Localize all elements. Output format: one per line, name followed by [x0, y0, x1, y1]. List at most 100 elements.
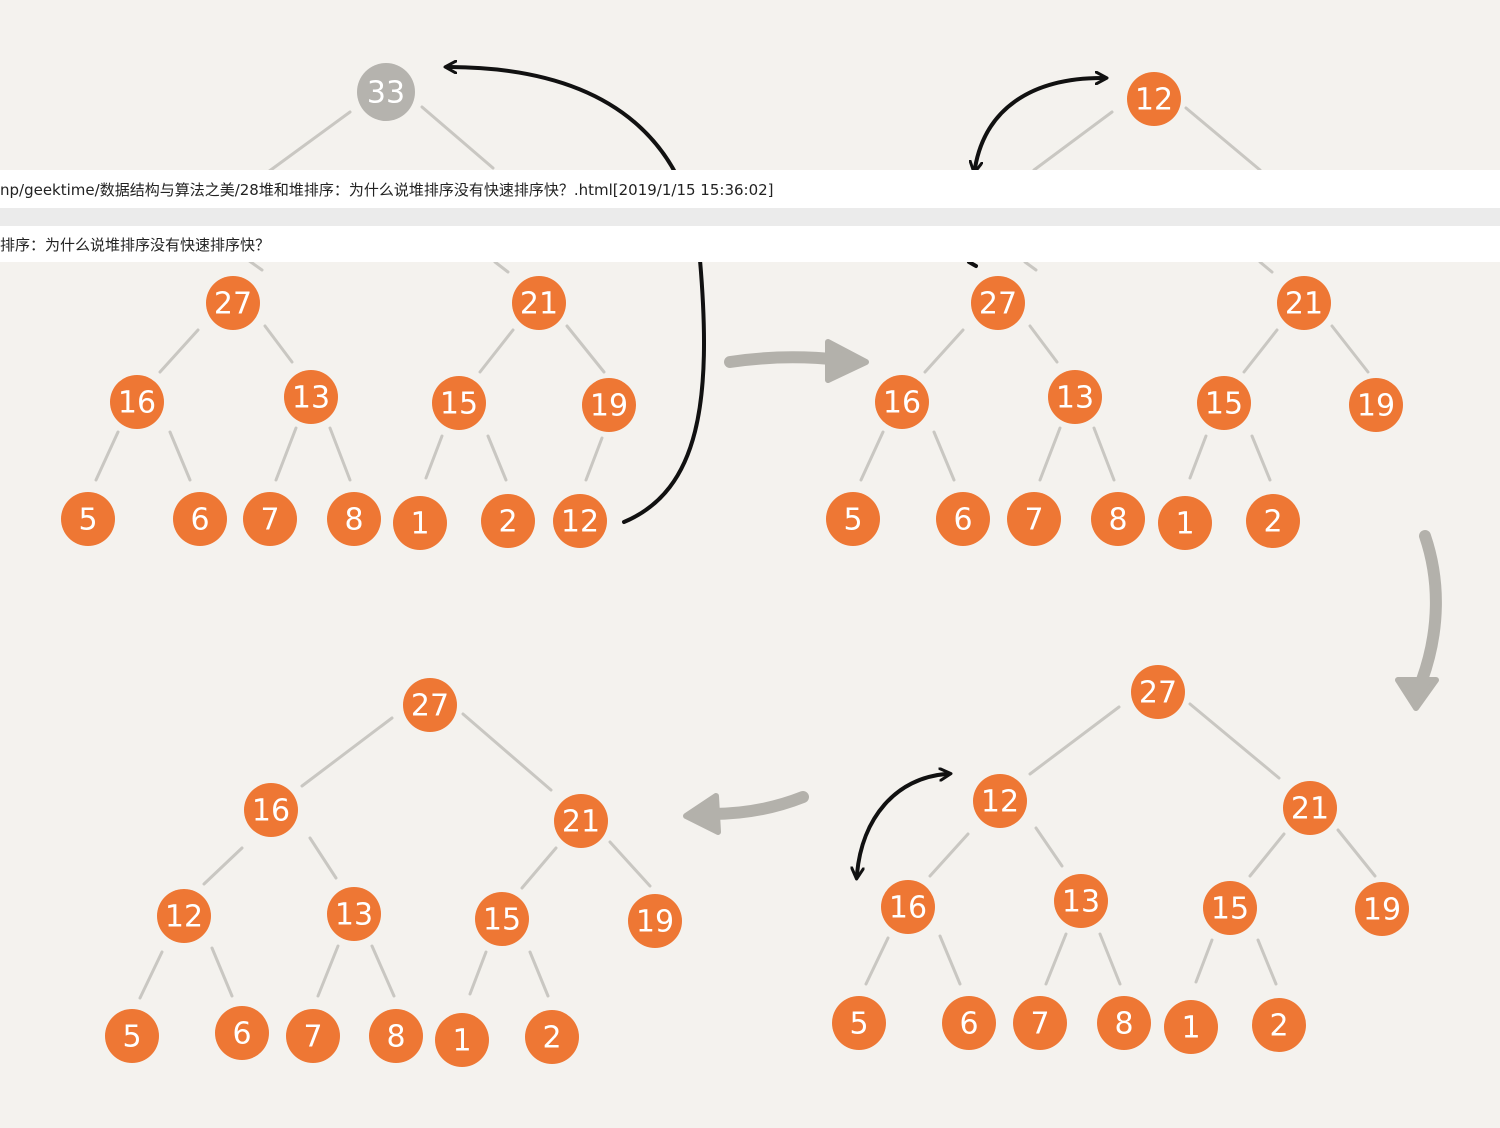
heap-node-circle — [243, 492, 297, 546]
heap-node-circle — [1283, 781, 1337, 835]
heap-node-label: 5 — [843, 503, 862, 538]
heap-node-circle — [369, 1009, 423, 1063]
heap-node-label: 13 — [292, 381, 330, 416]
heap-node: 27 — [403, 678, 457, 732]
heap-node-label: 6 — [959, 1007, 978, 1042]
heap-node-label: 12 — [1135, 83, 1173, 118]
heap-node-label: 12 — [981, 785, 1019, 820]
heap-node-circle — [582, 378, 636, 432]
swap-arrow — [857, 774, 946, 874]
heap-node-label: 8 — [386, 1020, 405, 1055]
heap-node: 19 — [1355, 882, 1409, 936]
heap-node-label: 27 — [214, 287, 252, 322]
heap-node: 12 — [973, 774, 1027, 828]
heap-node-label: 13 — [1062, 885, 1100, 920]
svg-text:33: 33 — [367, 76, 405, 111]
heap-node: 5 — [826, 492, 880, 546]
heap-node-circle — [554, 794, 608, 848]
heap-node-label: 16 — [118, 386, 156, 421]
heap-node: 8 — [1091, 492, 1145, 546]
heap-node: 21 — [1277, 276, 1331, 330]
heap-node-label: 2 — [498, 505, 517, 540]
heap-node-label: 6 — [190, 503, 209, 538]
heap-node-label: 16 — [889, 891, 927, 926]
heap-node-circle — [881, 880, 935, 934]
flow-arrow-right-head — [825, 339, 869, 383]
heap-node-circle — [936, 492, 990, 546]
heap-node: 13 — [1048, 370, 1102, 424]
heap-node-label: 21 — [1285, 287, 1323, 322]
flow-arrow-left — [706, 791, 809, 820]
heap-node-circle — [1131, 665, 1185, 719]
file-path-text: np/geektime/数据结构与算法之美/28堆和堆排序：为什么说堆排序没有快… — [0, 181, 774, 199]
heap-node: 27 — [206, 276, 260, 330]
heap-node-circle — [628, 894, 682, 948]
heap-node-circle — [403, 678, 457, 732]
heap-node-circle — [1197, 376, 1251, 430]
flow-arrow-left-head — [683, 793, 721, 835]
swap-arrow-tail — [967, 260, 978, 268]
heap-node-circle — [875, 375, 929, 429]
heap-node-circle — [1054, 874, 1108, 928]
heap-node-circle — [973, 774, 1027, 828]
heap-node-circle — [1252, 998, 1306, 1052]
heap-node-label: 19 — [1363, 893, 1401, 928]
heap-node-circle — [1355, 882, 1409, 936]
heap-node-label: 19 — [1357, 389, 1395, 424]
heap-node-circle — [61, 492, 115, 546]
heap-node-circle — [110, 375, 164, 429]
heap-node-label: 7 — [260, 503, 279, 538]
heap-node-label: 19 — [590, 389, 628, 424]
heap-node-label: 21 — [1291, 792, 1329, 827]
heap-node-label: 8 — [344, 503, 363, 538]
heap-node: 8 — [369, 1009, 423, 1063]
heap-node-label: 6 — [953, 503, 972, 538]
heap-node-label: 13 — [1056, 381, 1094, 416]
heap-node-label: 2 — [1269, 1009, 1288, 1044]
heap-node: 5 — [61, 492, 115, 546]
heap-node: 12 — [157, 889, 211, 943]
heap-node-label: 27 — [979, 287, 1017, 322]
heap-node-label: 7 — [1030, 1007, 1049, 1042]
heap-node-circle — [942, 996, 996, 1050]
heap-node: 7 — [286, 1009, 340, 1063]
flow-arrow-down-head — [1395, 677, 1439, 711]
heap-node: 8 — [1097, 996, 1151, 1050]
heap-node: 13 — [284, 370, 338, 424]
heap-node-circle — [393, 496, 447, 550]
heap-node-label: 1 — [452, 1024, 471, 1059]
heap-node: 6 — [215, 1006, 269, 1060]
heap-node: 2 — [525, 1010, 579, 1064]
page-title-bar: 排序：为什么说堆排序没有快速排序快？ — [0, 226, 1500, 262]
heap-node-circle — [832, 996, 886, 1050]
heap-node-label: 16 — [252, 794, 290, 829]
heap-node: 27 — [1131, 665, 1185, 719]
heap-node-circle — [1007, 492, 1061, 546]
heap-node-circle — [1097, 996, 1151, 1050]
heap-node-circle — [1091, 492, 1145, 546]
heap-node: 12 — [553, 494, 607, 548]
heap-node: 1 — [393, 496, 447, 550]
heap-node-label: 1 — [410, 507, 429, 542]
flow-arrow-right — [724, 351, 846, 368]
heap-node-circle — [173, 492, 227, 546]
heap-node: 6 — [173, 492, 227, 546]
heap-node-label: 15 — [1205, 387, 1243, 422]
heap-node-circle — [553, 494, 607, 548]
heap-node-label: 21 — [520, 287, 558, 322]
page-title-text: 排序：为什么说堆排序没有快速排序快？ — [0, 236, 271, 254]
heap-node-label: 6 — [232, 1017, 251, 1052]
tree-edges — [864, 702, 1377, 986]
swap-arrow — [975, 78, 1102, 168]
file-path-bar: np/geektime/数据结构与算法之美/28堆和堆排序：为什么说堆排序没有快… — [0, 170, 1500, 209]
heap-node-circle — [157, 889, 211, 943]
heap-node-circle — [826, 492, 880, 546]
heap-node-removed: 33 — [357, 63, 415, 121]
heap-node: 2 — [481, 494, 535, 548]
